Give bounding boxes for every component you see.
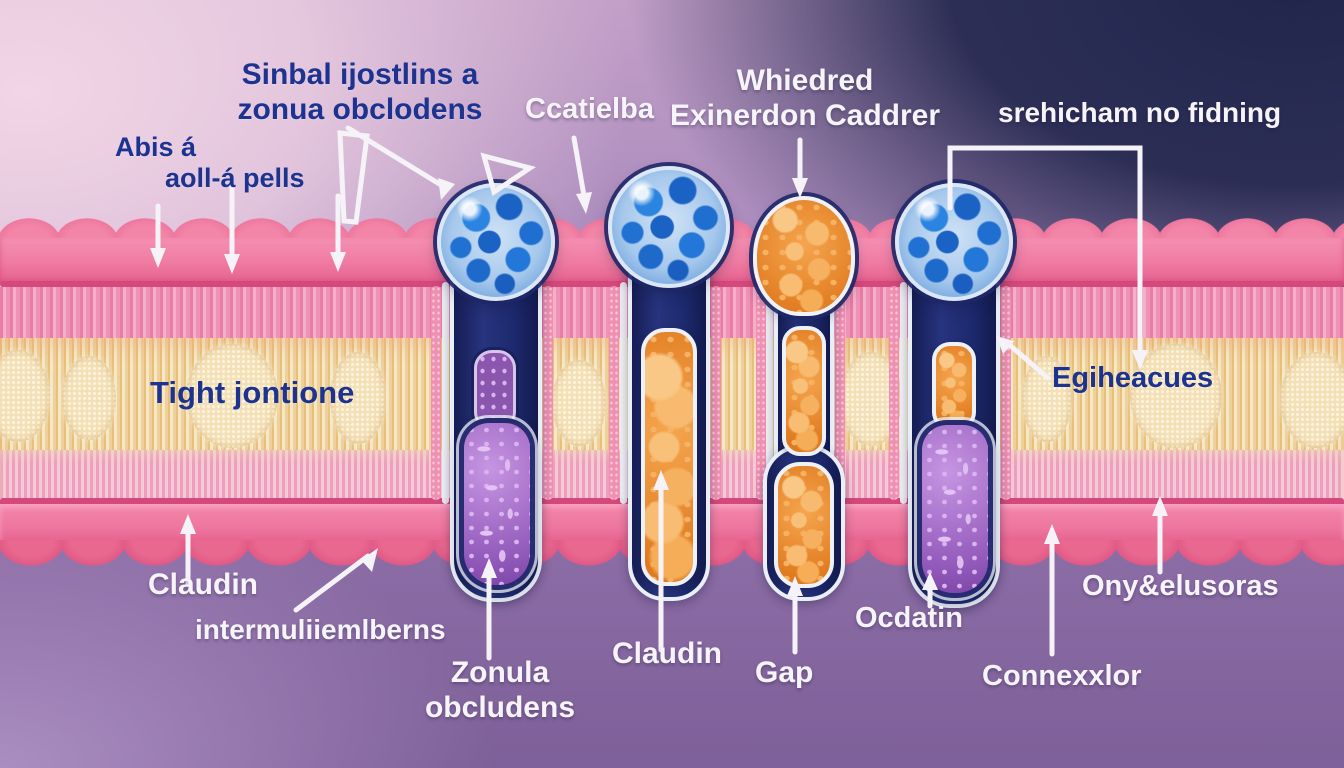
arrow (571, 135, 587, 199)
fiber-cluster (1130, 344, 1222, 448)
label-abis: Abis á aoll-á pells (115, 132, 305, 194)
label-zonula-line2: obcludens (424, 690, 575, 724)
fiber-cluster (0, 350, 50, 442)
arrowhead-down (330, 252, 346, 272)
cell-edge (889, 286, 899, 500)
cell-edge (711, 286, 721, 500)
arrowhead-down (576, 192, 592, 214)
cell-edge (543, 286, 553, 500)
protein-bulb-blue (608, 166, 730, 288)
label-ocdatin: Ocdatin (855, 602, 963, 634)
arrowhead-down (224, 254, 240, 274)
label-whiedred-line1: Whiedred (736, 64, 874, 97)
label-claudin-center: Claudin (612, 637, 722, 670)
arrowhead-up (787, 576, 803, 596)
arrowhead-down (792, 178, 808, 198)
arrowhead-up (1044, 524, 1060, 544)
label-whiedred-line2: Exinerdon Caddrer (669, 98, 941, 132)
label-gap: Gap (755, 656, 814, 689)
protein-bulb-blue (895, 183, 1013, 301)
protein-bulb-orange (753, 196, 855, 316)
protein-bulb-blue (437, 183, 555, 301)
fiber-cluster (330, 352, 386, 444)
fiber-cluster (62, 356, 116, 440)
label-zonula-obcludens: Zonula obcludens (420, 656, 580, 725)
cell-edge-gap (900, 282, 907, 504)
protein-bulb-orange-bottom (774, 462, 834, 588)
fiber-cluster (186, 344, 278, 448)
arrowhead-down-right (438, 178, 455, 200)
arrowhead-up (481, 558, 497, 578)
cell-edge-gap (766, 282, 773, 504)
label-whiedred: Whiedred Exinerdon Caddrer (660, 64, 950, 133)
protein-blob-purple (459, 418, 535, 590)
arrowhead-up-left (996, 335, 1015, 355)
arrowhead-down (150, 248, 166, 268)
arrow-outline-artifact (337, 130, 370, 225)
arrowhead-up (653, 470, 669, 490)
arrowhead-down (1132, 350, 1148, 370)
arrowhead-up (1152, 496, 1168, 516)
label-sinbal: Sinbal ijostlins a zonua obclodens (225, 58, 495, 127)
label-egiheacues: Egiheacues (1052, 362, 1214, 394)
cell-edge (1001, 286, 1011, 500)
cell-edge (431, 286, 441, 500)
cell-edge-gap (620, 282, 627, 504)
arrow (1003, 339, 1051, 381)
protein-blob-purple (917, 420, 993, 598)
arrow-bracket (947, 145, 1143, 355)
arrow (293, 553, 371, 613)
label-sinbal-line2: zonua obclodens (237, 92, 483, 126)
label-zonula-line1: Zonula (450, 656, 550, 689)
label-ccatielba: Ccatielba (525, 93, 654, 125)
cell-edge (756, 286, 766, 500)
cell-edge-gap (442, 282, 449, 504)
label-intermuliiemlberns: intermuliiemlberns (195, 614, 446, 645)
fiber-cluster (552, 360, 606, 446)
arrowhead-up (922, 572, 938, 590)
fiber-cluster (1280, 352, 1344, 448)
label-abis-line1: Abis á (115, 132, 197, 162)
label-srehicham: srehicham no fidning (998, 97, 1282, 128)
label-abis-line2: aoll-á pells (165, 163, 305, 194)
label-sinbal-line1: Sinbal ijostlins a (241, 58, 479, 91)
label-tight-jontione: Tight jontione (150, 375, 355, 410)
arrowhead-up-right (361, 548, 378, 572)
cell-edge (609, 286, 619, 500)
fiber-cluster (1022, 356, 1072, 442)
cell-edge (835, 286, 845, 500)
protein-capsule-orange (782, 326, 826, 456)
arrowhead-up (180, 514, 196, 534)
label-connexxlor: Connexxlor (982, 660, 1142, 692)
label-onyelusoras: Ony&elusoras (1082, 570, 1279, 602)
arrow-outline-artifact (480, 152, 537, 196)
label-claudin-left: Claudin (148, 568, 258, 601)
protein-blob-orange (641, 328, 697, 586)
